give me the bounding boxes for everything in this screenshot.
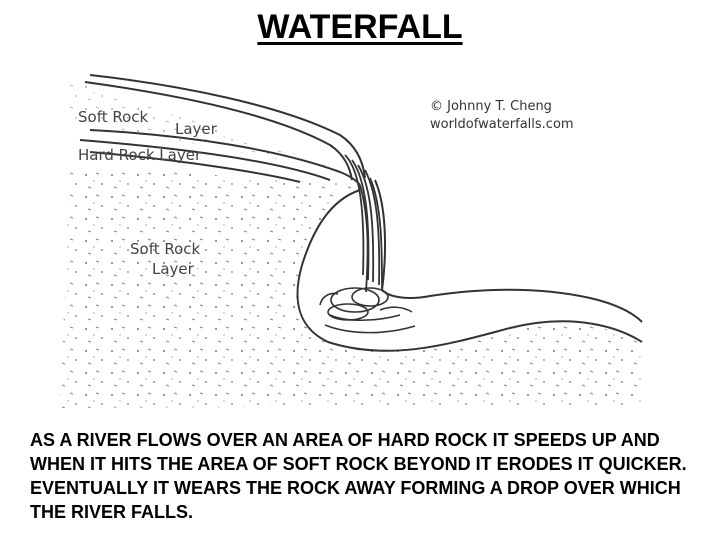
label-soft-rock-bottom-layer: Layer <box>152 260 195 278</box>
page-title: WATERFALL <box>257 8 463 46</box>
copyright-line-2: worldofwaterfalls.com <box>430 117 574 132</box>
soft-rock-area <box>60 80 642 408</box>
caption-text: AS A RIVER FLOWS OVER AN AREA OF HARD RO… <box>30 430 687 522</box>
label-soft-rock-bottom: Soft Rock <box>130 240 201 258</box>
waterfall-diagram: Soft Rock Layer Hard Rock Layer Soft Roc… <box>60 74 643 408</box>
rock-layer-lines <box>79 74 366 186</box>
plunge-pool <box>319 287 416 334</box>
cliff-edge <box>296 179 643 352</box>
label-soft-rock-top: Soft Rock <box>78 108 149 126</box>
label-hard-rock: Hard Rock Layer <box>78 146 202 164</box>
label-soft-rock-top-layer: Layer <box>175 120 218 138</box>
waterfall <box>344 154 383 293</box>
copyright-line-1: © Johnny T. Cheng <box>430 99 552 114</box>
